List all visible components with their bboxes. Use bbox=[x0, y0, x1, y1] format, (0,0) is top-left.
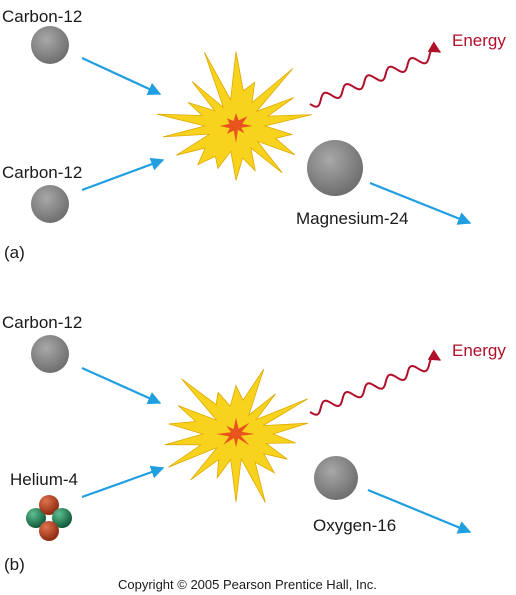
energy-wave-a bbox=[309, 41, 442, 108]
reactant-label-bottom-b: Helium-4 bbox=[10, 470, 78, 489]
arrow-in-bottom-a bbox=[81, 157, 165, 192]
panel-tag-b: (b) bbox=[4, 555, 25, 574]
magnesium-nucleus bbox=[307, 140, 363, 196]
product-label-b: Oxygen-16 bbox=[313, 516, 396, 535]
arrow-in-bottom-b bbox=[81, 465, 165, 499]
explosion-burst-b bbox=[164, 368, 309, 503]
panel-tag-a: (a) bbox=[4, 243, 25, 262]
arrow-in-top-a bbox=[81, 57, 162, 96]
product-label-a: Magnesium-24 bbox=[296, 209, 408, 228]
energy-wave-b bbox=[309, 349, 442, 416]
helium-nucleus bbox=[26, 495, 72, 541]
helium-proton-top bbox=[39, 495, 59, 515]
carbon-nucleus-top-a bbox=[31, 26, 69, 64]
carbon-nucleus-bottom-a bbox=[31, 185, 69, 223]
oxygen-nucleus bbox=[314, 456, 358, 500]
reactant-label-bottom-a: Carbon-12 bbox=[2, 163, 82, 182]
burst-outer bbox=[156, 51, 312, 181]
reactant-label-top-b: Carbon-12 bbox=[2, 313, 82, 332]
panel-b: Carbon-12 Helium-4 Energy Oxygen-16 (b) bbox=[2, 313, 506, 574]
arrow-in-top-b bbox=[81, 366, 162, 405]
helium-proton-bottom bbox=[39, 521, 59, 541]
energy-label-b: Energy bbox=[452, 341, 506, 360]
helium-neutron-left bbox=[26, 508, 46, 528]
burst-core bbox=[216, 417, 255, 448]
arrow-out-a bbox=[369, 181, 472, 225]
helium-neutron-right bbox=[52, 508, 72, 528]
burst-core bbox=[219, 113, 253, 143]
explosion-burst-a bbox=[156, 51, 312, 181]
panel-a: Carbon-12 Carbon-12 Energy Magnesium-24 … bbox=[2, 7, 506, 262]
carbon-nucleus-b bbox=[31, 335, 69, 373]
reactant-label-top-a: Carbon-12 bbox=[2, 7, 82, 26]
copyright-notice: Copyright © 2005 Pearson Prentice Hall, … bbox=[118, 577, 377, 592]
energy-label-a: Energy bbox=[452, 31, 506, 50]
arrow-out-b bbox=[367, 488, 472, 534]
